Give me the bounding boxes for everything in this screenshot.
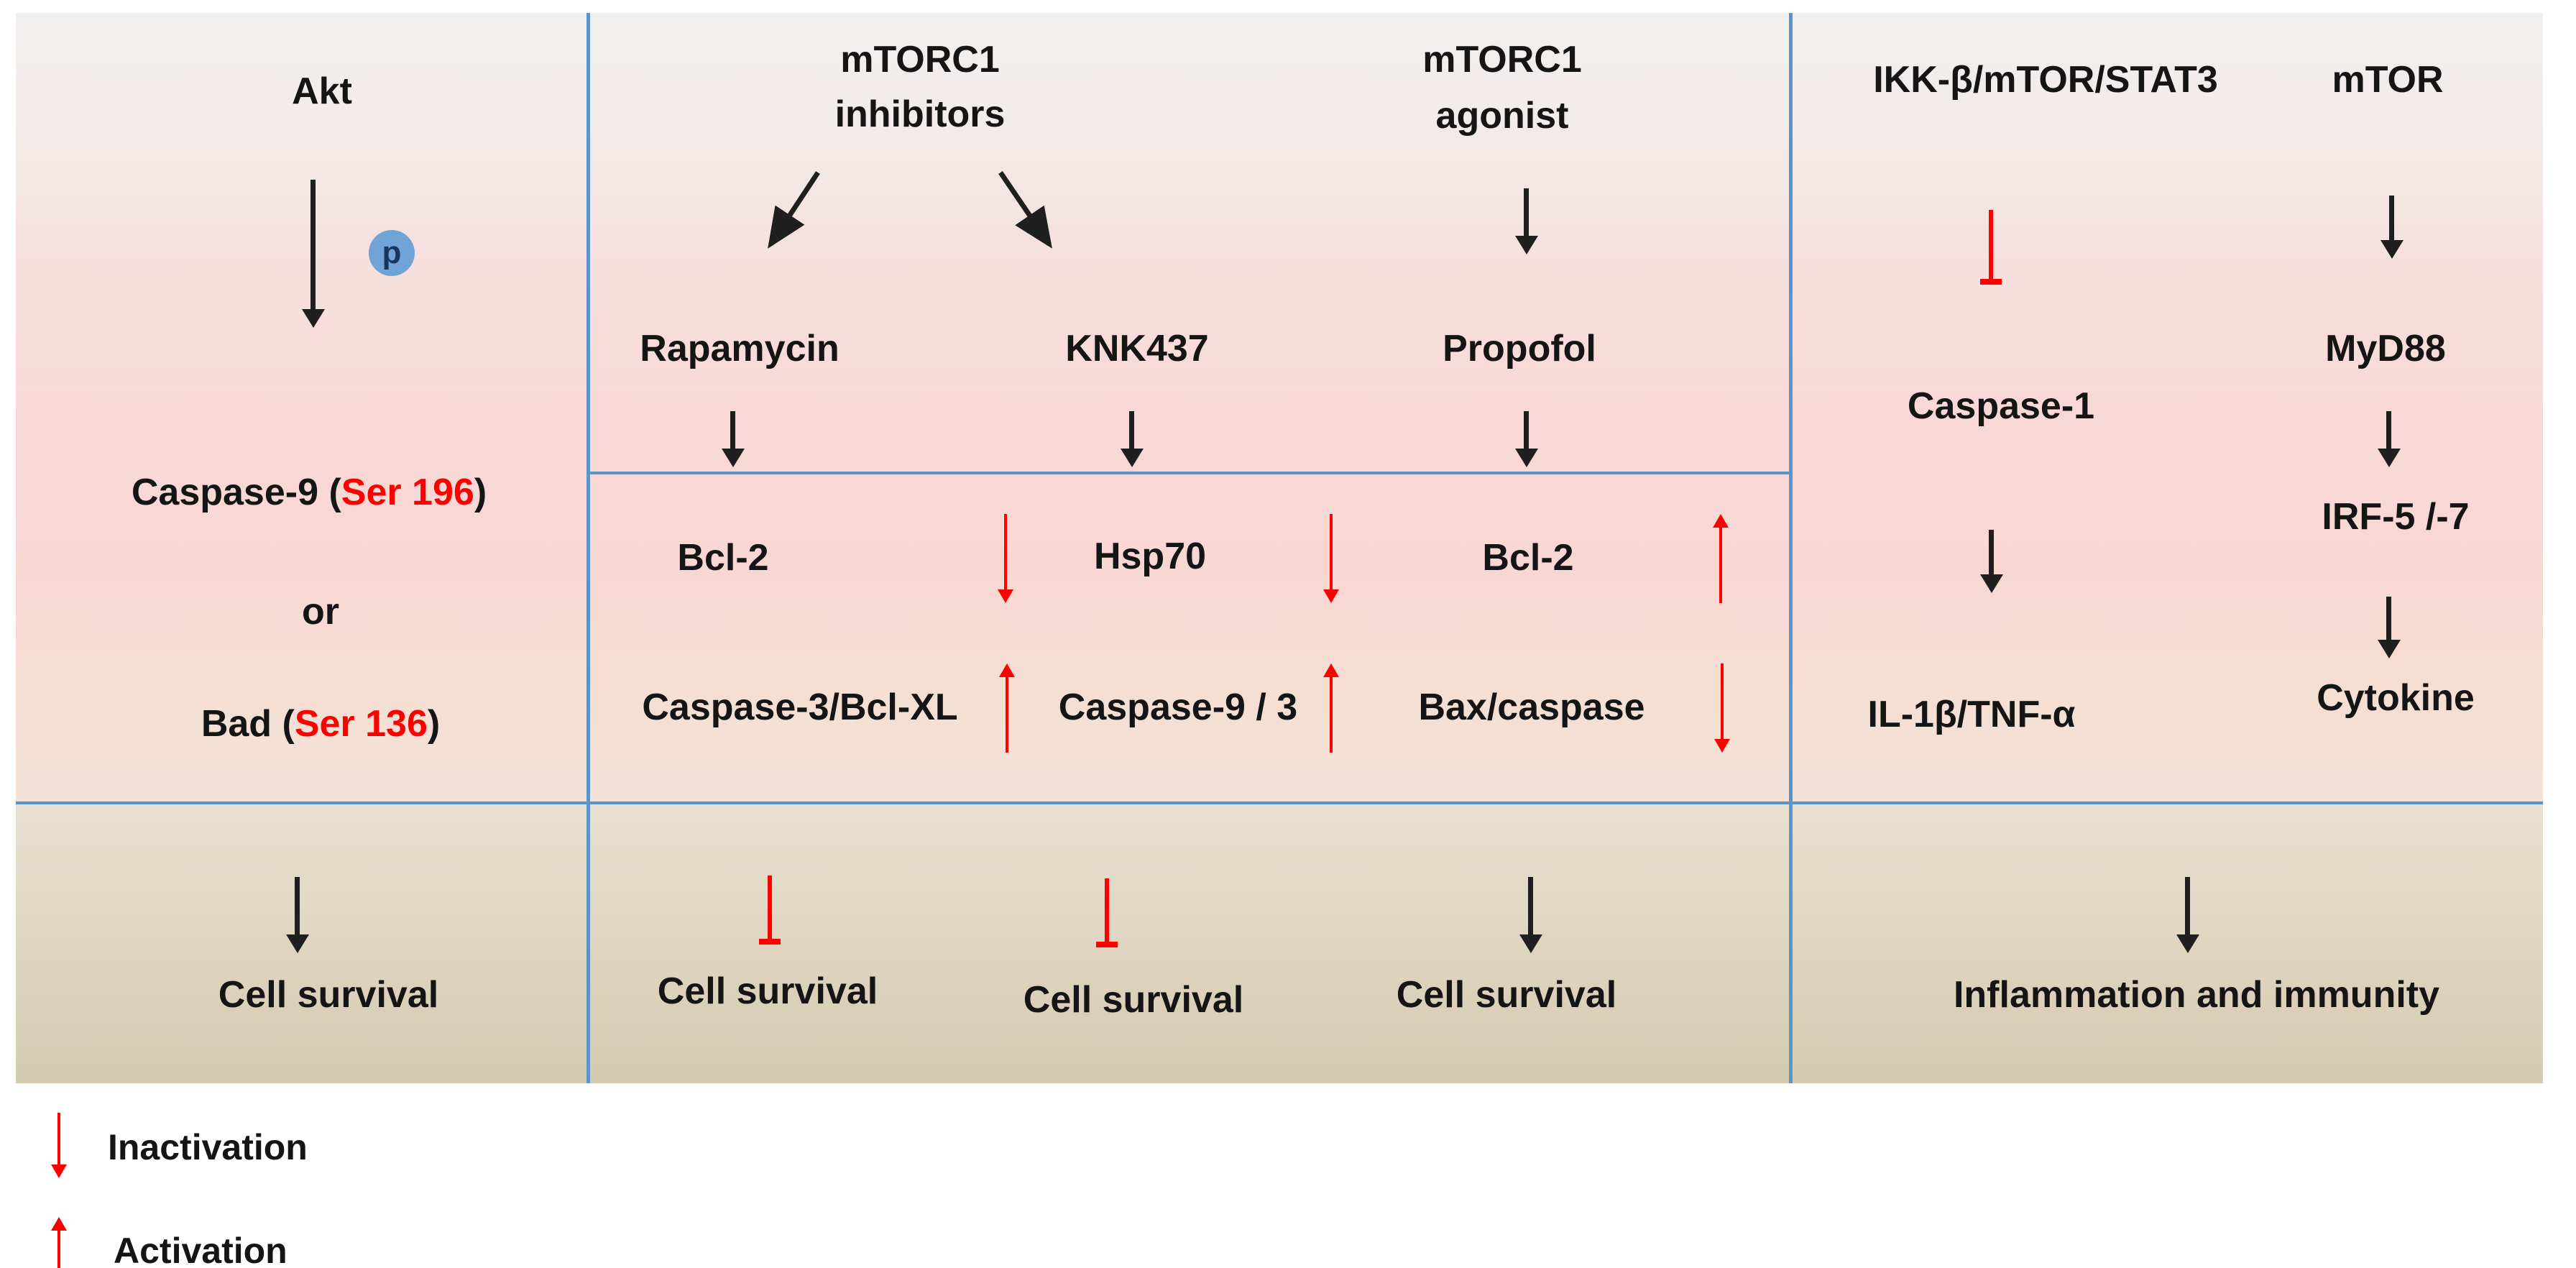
mtorc1-inhibitors-title-line1: mTORC1 xyxy=(840,39,1000,81)
akt-outcome-arrow-icon xyxy=(295,877,300,934)
caspase1-arrow-icon xyxy=(1989,530,1994,574)
propofol-label: Propofol xyxy=(1443,328,1596,370)
hsp70-down-arrow-icon xyxy=(1330,514,1333,589)
inhibitors-to-rapamycin-arrow-icon xyxy=(768,171,820,249)
mtorc1-agonist-title-line2: agonist xyxy=(1435,95,1569,137)
knk437-arrow-icon xyxy=(1129,411,1134,449)
rapamycin-effectors-label: Caspase-3/Bcl-XL xyxy=(642,686,958,729)
ikk-inhibition-bar-icon xyxy=(1989,210,1993,279)
phospho-label: p xyxy=(382,235,402,270)
middle-separator-line xyxy=(588,472,1791,474)
phospho-circle-icon: p xyxy=(369,230,415,276)
propofol-arrow-icon xyxy=(1524,411,1529,449)
rapamycin-outcome-label: Cell survival xyxy=(657,970,878,1013)
propofol-effectors-label: Bax/caspase xyxy=(1418,686,1645,729)
mtorc1-inhibitors-title-line2: inhibitors xyxy=(834,93,1006,136)
knk437-target-label: Hsp70 xyxy=(1093,536,1207,578)
akt-label: Akt xyxy=(292,70,352,113)
akt-arrow-icon xyxy=(310,180,316,309)
knk437-effectors-label: Caspase-9 / 3 xyxy=(1058,686,1298,729)
il1b-tnfa-label: IL-1β/TNF-α xyxy=(1867,694,2076,736)
caspase3-up-arrow-icon xyxy=(1006,677,1008,753)
knk437-label: KNK437 xyxy=(1065,328,1209,370)
legend-inactivation-arrow-icon xyxy=(58,1113,60,1164)
legend-activation-arrow-icon xyxy=(58,1231,60,1268)
bad-label: Bad (Ser 136) xyxy=(201,703,441,745)
mtor-title-label: mTOR xyxy=(2332,59,2444,101)
irf-label: IRF-5 /-7 xyxy=(2322,496,2470,538)
caspase1-label: Caspase-1 xyxy=(1907,385,2095,428)
ikk-title-label: IKK-β/mTOR/STAT3 xyxy=(1873,59,2218,101)
akt-outcome-label: Cell survival xyxy=(218,974,439,1016)
knk437-inhibition-bar-icon xyxy=(1105,878,1109,942)
caspase9-site: Ser 196 xyxy=(341,472,474,514)
knk437-outcome-label: Cell survival xyxy=(1023,979,1244,1021)
myd88-label: MyD88 xyxy=(2325,328,2446,370)
divider-left xyxy=(586,13,590,1083)
cytokine-label: Cytokine xyxy=(2317,677,2475,720)
divider-right xyxy=(1789,13,1793,1083)
myd88-arrow-icon xyxy=(2386,411,2391,449)
bcl2-down-arrow-icon xyxy=(1004,514,1007,589)
outcome-separator-line xyxy=(16,801,2543,804)
irf-arrow-icon xyxy=(2386,597,2391,640)
inflammation-arrow-icon xyxy=(2185,877,2190,934)
bad-site: Ser 136 xyxy=(294,703,428,745)
inhibitors-to-knk437-arrow-icon xyxy=(998,171,1052,249)
legend-inactivation-label: Inactivation xyxy=(108,1127,308,1167)
agonist-arrow-icon xyxy=(1524,188,1529,236)
legend-activation-label: Activation xyxy=(114,1231,288,1268)
rapamycin-target-label: Bcl-2 xyxy=(677,537,769,579)
rapamycin-arrow-icon xyxy=(730,411,735,449)
propofol-outcome-label: Cell survival xyxy=(1396,974,1617,1016)
rapamycin-label: Rapamycin xyxy=(640,328,840,370)
outcome-band-background xyxy=(16,803,2543,1083)
or-label: or xyxy=(302,591,339,633)
caspase9-3-up-arrow-icon xyxy=(1330,677,1333,753)
caspase9-label: Caspase-9 (Ser 196) xyxy=(131,472,487,514)
inflammation-outcome-label: Inflammation and immunity xyxy=(1953,974,2440,1016)
bax-caspase-down-arrow-icon xyxy=(1721,663,1724,739)
rapamycin-inhibition-bar-icon xyxy=(768,876,772,939)
bcl2-up-arrow-icon xyxy=(1719,528,1722,603)
propofol-target-label: Bcl-2 xyxy=(1482,537,1574,579)
propofol-outcome-arrow-icon xyxy=(1528,877,1533,934)
mtor-arrow-icon xyxy=(2389,196,2394,240)
mtorc1-agonist-title-line1: mTORC1 xyxy=(1422,39,1582,81)
